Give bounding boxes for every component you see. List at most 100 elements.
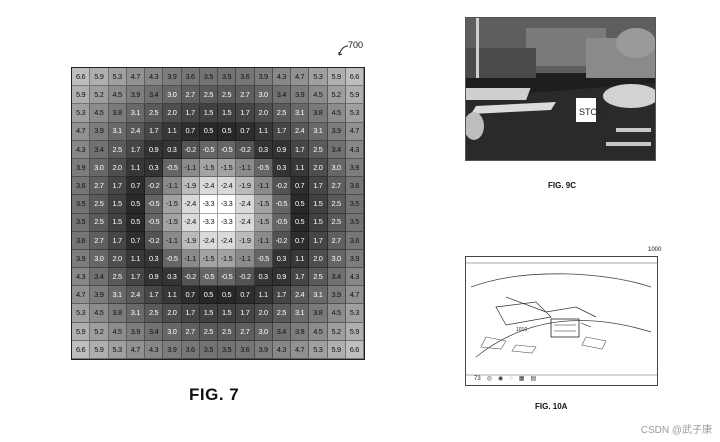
matrix-cell: 4.7 — [291, 68, 310, 87]
figure-9c-photo: STOP — [465, 17, 656, 161]
matrix-cell: 3.5 — [199, 340, 218, 359]
matrix-cell: 5.2 — [327, 86, 346, 105]
watermark: CSDN @武子康 — [640, 425, 712, 436]
matrix-cell: 3.5 — [72, 213, 91, 232]
matrix-cell: 3.1 — [108, 286, 127, 305]
matrix-cell: 3.9 — [72, 249, 91, 269]
matrix-cell: 4.3 — [145, 340, 164, 359]
matrix-cell: 3.9 — [90, 122, 109, 141]
matrix-cell: -1.1 — [163, 177, 182, 196]
leader-arrow-icon — [338, 45, 349, 56]
matrix-cell: 6.6 — [72, 68, 91, 87]
matrix-cell: -1.9 — [236, 177, 255, 196]
matrix-cell: 1.1 — [126, 249, 145, 269]
matrix-cell: 5.3 — [345, 304, 364, 323]
matrix-cell: 2.0 — [163, 304, 182, 323]
matrix-cell: -1.5 — [254, 195, 273, 214]
matrix-cell: 2.5 — [218, 86, 237, 105]
matrix-cell: 1.7 — [236, 104, 255, 123]
matrix-cell: 2.5 — [218, 322, 237, 341]
matrix-cell: 0.5 — [291, 213, 310, 232]
matrix-cell: 3.9 — [90, 286, 109, 305]
matrix-cell: 4.5 — [108, 322, 127, 341]
matrix-cell: 1.7 — [181, 104, 200, 123]
matrix-cell: 4.5 — [309, 322, 328, 341]
matrix-cell: 2.5 — [327, 213, 346, 232]
matrix-cell: -0.2 — [145, 177, 164, 196]
matrix-cell: 2.5 — [309, 268, 328, 287]
matrix-cell: 3.1 — [126, 304, 145, 323]
matrix-cell: 4.7 — [345, 122, 364, 141]
matrix-cell: 0.5 — [126, 213, 145, 232]
matrix-cell: 3.0 — [90, 158, 109, 178]
matrix-cell: 3.1 — [291, 304, 310, 323]
matrix-cell: -1.1 — [254, 177, 273, 196]
matrix-cell: 1.5 — [309, 195, 328, 214]
matrix-cell: 2.7 — [236, 86, 255, 105]
matrix-cell: 4.3 — [272, 340, 291, 359]
matrix-cell: -2.4 — [199, 177, 218, 196]
matrix-cell: -0.5 — [199, 140, 218, 159]
matrix-cell: 2.7 — [236, 322, 255, 341]
matrix-cell: -0.2 — [272, 177, 291, 196]
matrix-cell: 1.1 — [163, 286, 182, 305]
figure-7-caption: FIG. 7 — [189, 385, 240, 404]
matrix-cell: 2.0 — [309, 249, 328, 269]
matrix-cell: -0.5 — [145, 195, 164, 214]
matrix-cell: -0.5 — [163, 249, 182, 269]
matrix-cell: 2.5 — [199, 322, 218, 341]
matrix-cell: 1.7 — [309, 231, 328, 250]
matrix-cell: -0.2 — [181, 268, 200, 287]
matrix-cell: -1.5 — [163, 195, 182, 214]
matrix-cell: -0.5 — [199, 268, 218, 287]
matrix-cell: -1.5 — [199, 249, 218, 269]
matrix-cell: 1.7 — [145, 122, 164, 141]
matrix-cell: 4.5 — [309, 86, 328, 105]
matrix-cell: 2.0 — [254, 304, 273, 323]
matrix-cell: 2.5 — [90, 213, 109, 232]
matrix-cell: -3.3 — [199, 195, 218, 214]
matrix-cell: 1.7 — [236, 304, 255, 323]
matrix-cell: 3.0 — [327, 158, 346, 178]
matrix-cell: 2.7 — [327, 177, 346, 196]
matrix-cell: -1.1 — [181, 249, 200, 269]
matrix-cell: 1.1 — [254, 286, 273, 305]
matrix-cell: 2.4 — [291, 286, 310, 305]
matrix-cell: 0.3 — [272, 249, 291, 269]
matrix-cell: 4.3 — [72, 268, 91, 287]
matrix-cell: 2.5 — [272, 304, 291, 323]
matrix-cell: 1.7 — [108, 231, 127, 250]
matrix-cell: 5.9 — [72, 86, 91, 105]
matrix-cell: -0.2 — [145, 231, 164, 250]
matrix-cell: 5.3 — [108, 340, 127, 359]
matrix-cell: 3.0 — [254, 86, 273, 105]
matrix-cell: 4.3 — [145, 68, 164, 87]
matrix-cell: -0.5 — [218, 140, 237, 159]
matrix-cell: 3.5 — [218, 68, 237, 87]
matrix-cell: 3.5 — [345, 195, 364, 214]
matrix-cell: 5.3 — [345, 104, 364, 123]
matrix-cell: 1.1 — [126, 158, 145, 178]
matrix-cell: 3.0 — [163, 86, 182, 105]
matrix-cell: 3.1 — [309, 122, 328, 141]
matrix-cell: 3.9 — [254, 340, 273, 359]
matrix-cell: 3.4 — [272, 322, 291, 341]
matrix-cell: 3.9 — [254, 68, 273, 87]
matrix-cell: 3.6 — [72, 231, 91, 250]
matrix-cell: -2.4 — [181, 195, 200, 214]
matrix-cell: 3.4 — [90, 140, 109, 159]
matrix-cell: 4.7 — [72, 286, 91, 305]
matrix-cell: -0.5 — [272, 213, 291, 232]
matrix-cell: 3.6 — [236, 340, 255, 359]
matrix-cell: -1.5 — [218, 158, 237, 178]
matrix-cell: 1.1 — [291, 249, 310, 269]
matrix-cell: 3.1 — [108, 122, 127, 141]
matrix-cell: -0.2 — [272, 231, 291, 250]
matrix-cell: 2.7 — [327, 231, 346, 250]
matrix-cell: 0.5 — [126, 195, 145, 214]
matrix-cell: 3.9 — [327, 286, 346, 305]
matrix-cell: 2.0 — [163, 104, 182, 123]
matrix-cell: -2.4 — [181, 213, 200, 232]
matrix-cell: 0.7 — [181, 286, 200, 305]
matrix-cell: 3.1 — [126, 104, 145, 123]
